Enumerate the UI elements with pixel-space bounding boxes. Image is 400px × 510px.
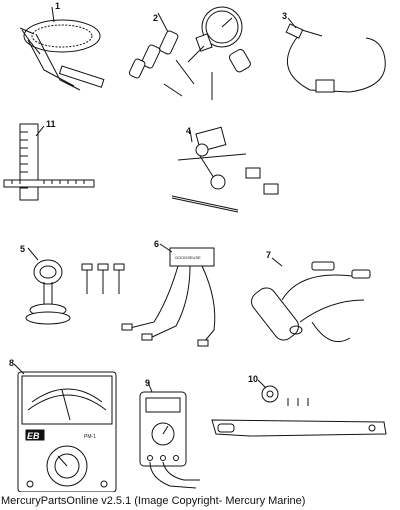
tool-8-analog-multimeter: EB PM-1 8 <box>9 358 117 492</box>
callout-7: 7 <box>266 250 271 260</box>
callout-8: 8 <box>9 358 14 368</box>
tool-4-pin-tool: 4 <box>171 126 279 213</box>
meter8-brand: EB <box>27 431 40 441</box>
callout-6: 6 <box>154 239 159 249</box>
tool-3-lead-tester: 3 <box>282 11 386 93</box>
tool-11-scale-gauge: 11 <box>3 119 95 201</box>
callout-11: 11 <box>46 119 56 129</box>
tool-1-strap-wrench: 1 <box>19 1 105 91</box>
box6-label: GOODSEUSE <box>175 255 201 260</box>
copyright-footer: MercuryPartsOnline v2.5.1 (Image Copyrig… <box>1 495 306 507</box>
callout-9: 9 <box>145 378 150 388</box>
tool-2-dial-gauge-kit: 2 <box>128 6 251 100</box>
callout-3: 3 <box>282 11 287 21</box>
callout-5: 5 <box>20 244 25 254</box>
callout-1: 1 <box>55 1 60 11</box>
callout-4: 4 <box>186 126 191 136</box>
tool-7-inductive-pickup: 7 <box>251 250 371 342</box>
tool-10-holder-bar: 10 <box>211 374 387 437</box>
meter8-model: PM-1 <box>84 434 96 440</box>
tool-9-digital-multimeter: 9 <box>139 378 200 489</box>
parts-diagram: 1 2 3 <box>3 1 387 492</box>
tool-5-lifting-eye: 5 <box>20 244 125 325</box>
callout-10: 10 <box>248 374 258 384</box>
callout-2: 2 <box>153 13 158 23</box>
tool-6-test-module: GOODSEUSE 6 <box>121 239 216 347</box>
